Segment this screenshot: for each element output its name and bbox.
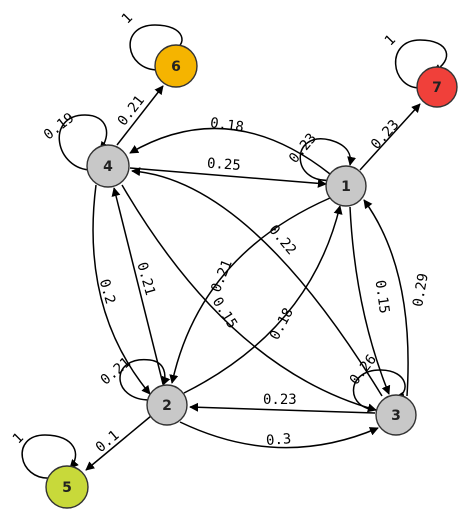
edge-4-to-2	[92, 184, 151, 395]
edge-1-to-3	[349, 206, 391, 395]
node-3-circle	[375, 394, 417, 436]
edge-label-3-to-2: 0.23	[263, 392, 297, 408]
edge-label-3-to-4: 0.22	[265, 222, 299, 258]
edge-7-to-7	[394, 39, 448, 89]
edge-4-to-6	[116, 85, 164, 146]
node-6: 6	[154, 44, 198, 88]
node-1: 1	[325, 165, 367, 207]
edge-label-1-to-3: 0.15	[372, 279, 393, 315]
edge-1-to-4	[129, 127, 331, 175]
edge-4-to-4	[58, 114, 109, 171]
edge-3-to-1	[363, 199, 409, 397]
edge-label-1-to-7: 0.23	[368, 117, 402, 153]
node-2-circle	[146, 384, 188, 426]
node-3: 3	[375, 394, 417, 436]
edge-2-to-3	[179, 421, 379, 449]
edge-label-1-to-4: 0.18	[209, 115, 245, 136]
edge-4-to-3	[121, 184, 377, 413]
edge-4-to-1	[129, 167, 327, 188]
node-4-label: 4	[103, 159, 113, 175]
node-6-circle	[154, 44, 198, 88]
edge-1-to-2	[169, 197, 331, 384]
edge-label-2-to-5: 0.1	[93, 427, 123, 456]
edge-2-to-1	[183, 205, 343, 394]
edge-3-to-4	[131, 167, 383, 397]
node-2-label: 2	[162, 398, 172, 414]
edge-label-7-7: 1	[382, 32, 399, 49]
edge-3-to-2	[189, 402, 376, 414]
edge-label-1-to-2: 0.21	[208, 258, 235, 295]
node-2: 2	[146, 384, 188, 426]
edge-label-4-to-3: 0.15	[209, 294, 240, 331]
node-3-label: 3	[391, 408, 401, 424]
node-5-label: 5	[62, 480, 72, 496]
edge-2-to-5	[85, 415, 152, 471]
node-5-circle	[45, 465, 89, 509]
node-7-circle	[416, 66, 458, 108]
edge-label-4-to-1: 0.25	[206, 156, 241, 174]
node-1-circle	[325, 165, 367, 207]
edge-label-6-6: 1	[119, 10, 136, 27]
edge-1-to-1	[299, 138, 356, 181]
node-5: 5	[45, 465, 89, 509]
node-4-circle	[86, 144, 130, 188]
edge-6-to-6	[129, 24, 183, 71]
edge-2-to-2	[119, 358, 171, 401]
node-4: 4	[86, 144, 130, 188]
node-7: 7	[416, 66, 458, 108]
edge-label-3-to-1: 0.29	[410, 272, 432, 308]
edge-label-2-2: 0.21	[98, 355, 134, 389]
edge-label-2-to-1: 0.18	[267, 305, 297, 342]
node-1-label: 1	[341, 179, 351, 195]
edge-3-to-3	[352, 369, 406, 411]
edge-1-to-7	[359, 103, 421, 171]
edge-2-to-4	[111, 187, 164, 385]
node-6-label: 6	[171, 59, 181, 75]
edge-label-2-to-3: 0.3	[265, 431, 291, 449]
edge-5-to-5	[21, 434, 79, 479]
edge-label-4-to-2: 0.2	[96, 277, 118, 306]
node-7-label: 7	[432, 80, 442, 96]
